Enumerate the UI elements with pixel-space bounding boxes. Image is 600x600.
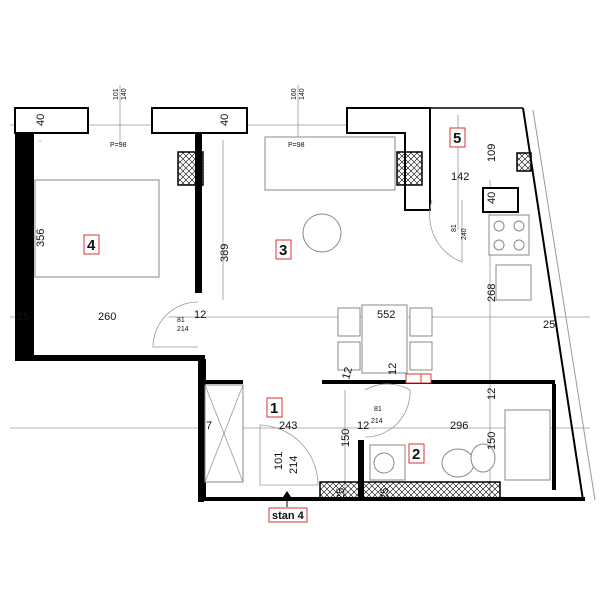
washbasin (441, 448, 475, 478)
dining-table (361, 304, 408, 374)
dim-wall-mid: 40 (219, 114, 231, 126)
sofa (264, 136, 396, 191)
dim-bottom-2: 25 (379, 488, 391, 500)
entrance-marker: stan 4 (268, 491, 308, 523)
dim-wall-kitchen: 40 (486, 192, 498, 204)
sink (495, 264, 532, 301)
room-tags: 1 2 3 4 5 (83, 127, 466, 464)
shaft (319, 481, 501, 499)
door-bath-height: 214 (371, 418, 383, 425)
dim-bath-partition: 12 (486, 388, 498, 400)
column-left (177, 151, 204, 186)
dim-balcony-depth: 109 (486, 144, 498, 162)
column-right (516, 152, 532, 172)
dim-bath-depth: 150 (486, 432, 498, 450)
dim-bedroom-width: 260 (98, 311, 116, 323)
furniture (34, 136, 551, 483)
shower (504, 409, 551, 481)
coffee-table (302, 213, 342, 253)
window-1-width: 101 (113, 88, 120, 100)
dim-bedroom-depth: 356 (35, 229, 47, 247)
entrance-label: stan 4 (272, 510, 305, 522)
dim-dining-partition-a: 12 (340, 366, 355, 381)
dim-hall-depth: 150 (340, 429, 352, 447)
dim-dining-partition-b: 12 (387, 363, 399, 375)
window-1-sill: P=98 (110, 142, 127, 149)
door-bed-width: 81 (177, 317, 185, 324)
door-balcony-width: 81 (451, 224, 458, 232)
door-entry-height: 214 (288, 456, 300, 474)
dim-living-depth: 389 (219, 244, 231, 262)
room-3-label: 3 (279, 242, 287, 259)
entrance-arrow-icon (281, 491, 293, 500)
toilet (470, 443, 496, 473)
window-2-sill: P=98 (288, 142, 305, 149)
dim-bottom-1: 25 (335, 488, 347, 500)
dim-living-width: 552 (377, 309, 395, 321)
dimension-labels: 40 40 40 356 389 260 25 12 552 268 25 14… (17, 114, 555, 500)
dim-wall-left: 40 (35, 114, 47, 126)
window-2-width: 160 (291, 88, 298, 100)
dim-hall-width: 243 (279, 420, 297, 432)
door-balcony-height: 240 (461, 228, 468, 240)
door-bath-width: 81 (374, 406, 382, 413)
room-5-label: 5 (453, 130, 461, 147)
door-entry-width: 101 (273, 452, 285, 470)
door-labels: 81 214 81 240 81 214 101 214 (177, 224, 468, 474)
window-1-height: 140 (121, 88, 128, 100)
door-bed-height: 214 (177, 326, 189, 333)
room-1-label: 1 (270, 400, 278, 417)
dim-kitchen-length: 268 (486, 284, 498, 302)
column-mid (396, 151, 423, 186)
dim-outer-right: 25 (543, 319, 555, 331)
room-2-label: 2 (412, 446, 420, 463)
doors (152, 199, 463, 486)
dim-balcony-width: 142 (451, 171, 469, 183)
window-2-height: 140 (299, 88, 306, 100)
bed (34, 179, 160, 278)
room-4-label: 4 (87, 237, 96, 254)
dim-hall-left: 7 (206, 420, 212, 432)
cooktop (488, 214, 530, 256)
dim-bath-width: 296 (450, 420, 468, 432)
window-labels: 101 140 P=98 160 140 P=98 (110, 88, 306, 149)
dim-hall-partition: 12 (357, 420, 369, 432)
dim-partition-bed: 12 (194, 309, 206, 321)
dim-outer-left: 25 (17, 311, 29, 323)
